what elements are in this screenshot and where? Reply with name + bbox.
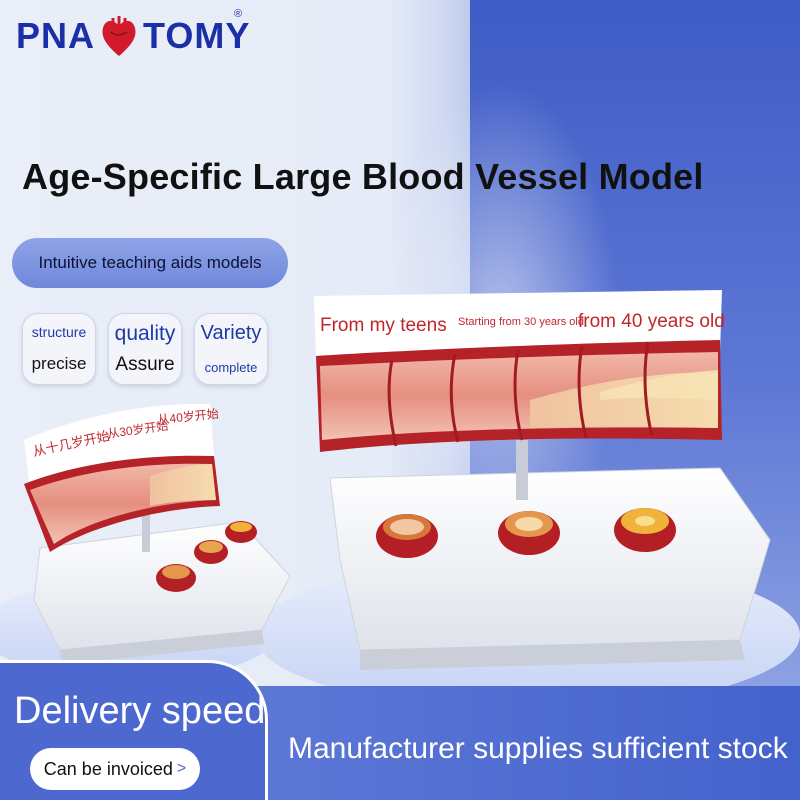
brand-logo: PNA TOMY: [16, 14, 250, 58]
small-model: [24, 403, 291, 664]
badge-top-text: quality: [114, 322, 176, 345]
delivery-heading: Delivery speed: [14, 690, 266, 732]
invoice-label: Can be invoiced: [43, 758, 173, 779]
large-model: [314, 290, 771, 670]
invoice-button[interactable]: Can be invoiced >: [30, 748, 200, 790]
tagline-text: Intuitive teaching aids models: [38, 253, 262, 272]
label-cn-forty: 从40岁开始: [157, 406, 220, 427]
label-teens: From my teens: [320, 315, 447, 336]
ring-sections-small: [156, 521, 257, 592]
supply-text: Manufacturer supplies sufficient stock: [288, 732, 788, 765]
label-thirty: Starting from 30 years old: [458, 316, 584, 328]
badge-bottom-text: Assure: [115, 354, 175, 375]
heart-icon: [102, 16, 136, 56]
badge-bottom-text: complete: [204, 360, 258, 375]
chevron-right-icon: >: [176, 760, 187, 777]
brand-name-right: TOMY: [143, 15, 251, 56]
badge-top-text: structure: [31, 324, 87, 340]
page-title: Age-Specific Large Blood Vessel Model: [22, 156, 704, 197]
badge-variety: Variety complete: [194, 313, 268, 385]
badge-structure: structure precise: [22, 313, 96, 385]
registered-mark: ®: [234, 8, 243, 20]
label-forty: from 40 years old: [578, 311, 725, 332]
ring-sections: [376, 508, 676, 558]
badge-quality: quality Assure: [108, 313, 182, 385]
footer-bar: [240, 686, 800, 800]
brand-name-left: PNA: [16, 15, 96, 56]
badge-bottom-text: precise: [31, 354, 87, 373]
tagline-pill: Intuitive teaching aids models: [12, 238, 288, 288]
badge-top-text: Variety: [200, 322, 262, 344]
